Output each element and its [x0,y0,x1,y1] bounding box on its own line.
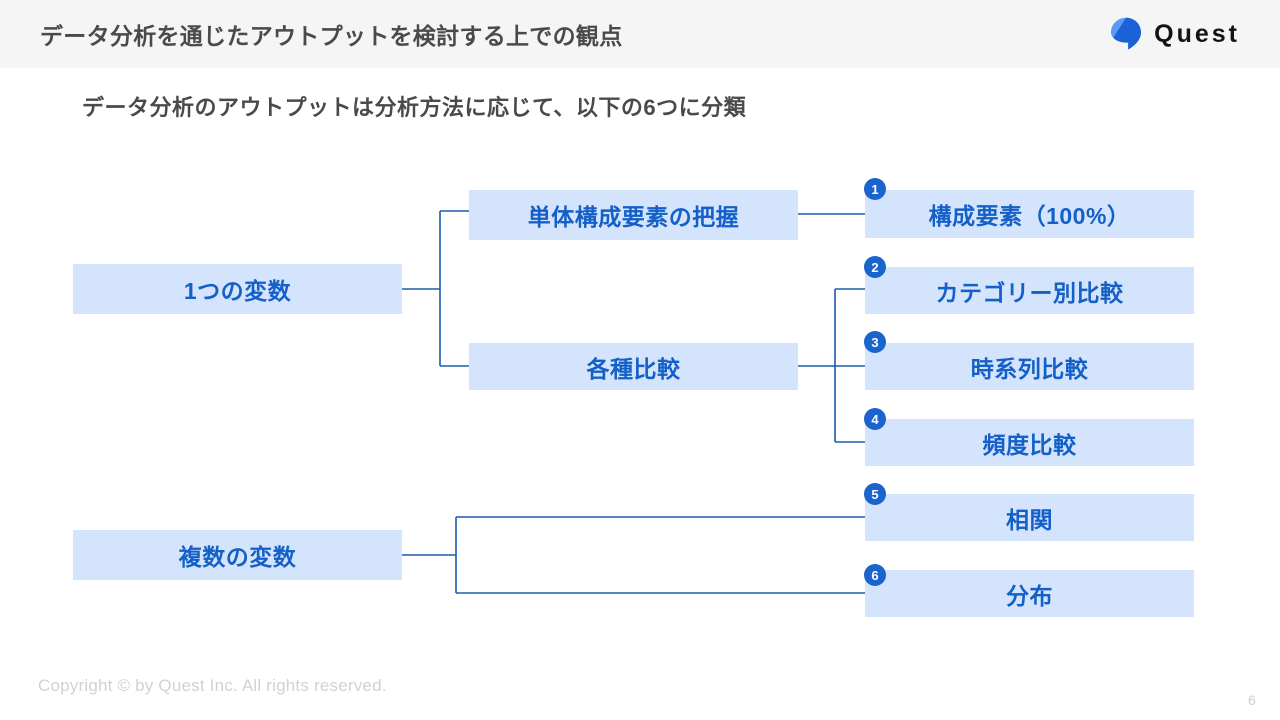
node-correlation[interactable]: 相関 [865,494,1194,541]
brand-logo: Quest [1110,0,1240,68]
node-label: カテゴリー別比較 [935,279,1124,306]
node-label: 相関 [1006,506,1053,533]
node-component-100-percent[interactable]: 構成要素（100%） [865,190,1194,238]
slide-subtitle: データ分析のアウトプットは分析方法に応じて、以下の6つに分類 [82,95,747,120]
footer-page-number: 6 [1248,692,1256,708]
node-label: 分布 [1006,582,1053,609]
node-multiple-variables[interactable]: 複数の変数 [73,530,402,580]
node-timeseries-comparison[interactable]: 時系列比較 [865,343,1194,390]
badge-1: 1 [864,178,886,200]
node-label: 複数の変数 [178,544,297,570]
badge-5: 5 [864,483,886,505]
node-distribution[interactable]: 分布 [865,570,1194,617]
node-various-comparisons[interactable]: 各種比較 [469,343,798,390]
node-label: 時系列比較 [970,355,1089,382]
node-frequency-comparison[interactable]: 頻度比較 [865,419,1194,466]
badge-4: 4 [864,408,886,430]
node-label: 構成要素（100%） [928,203,1131,229]
footer-copyright: Copyright © by Quest Inc. All rights res… [38,676,387,695]
node-single-component-grasp[interactable]: 単体構成要素の把握 [469,190,798,240]
slide-header: データ分析を通じたアウトプットを検討する上での観点 Quest [0,0,1280,68]
brand-name: Quest [1154,19,1240,48]
page-title: データ分析を通じたアウトプットを検討する上での観点 [40,23,623,49]
node-category-comparison[interactable]: カテゴリー別比較 [865,267,1194,314]
quest-pin-logo-icon [1111,17,1142,50]
badge-6: 6 [864,564,886,586]
badge-3: 3 [864,331,886,353]
node-label: 頻度比較 [982,431,1077,458]
node-label: 1つの変数 [183,278,292,304]
node-label: 各種比較 [586,355,681,382]
node-one-variable[interactable]: 1つの変数 [73,264,402,314]
node-label: 単体構成要素の把握 [527,204,740,230]
badge-2: 2 [864,256,886,278]
